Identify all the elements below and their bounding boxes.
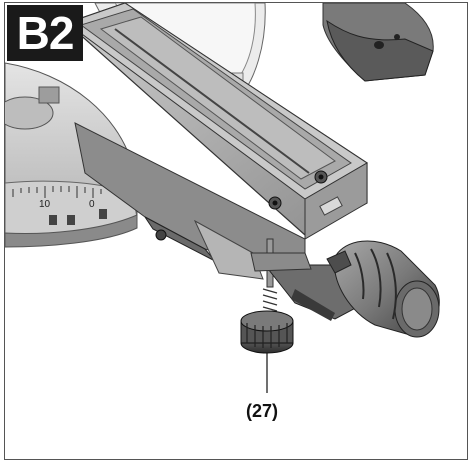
clamp-knob [326,240,440,338]
scale-number-0: 0 [89,199,95,210]
angle-scale-ticks [12,186,102,198]
rotary-table: 10 0 [5,62,138,248]
support-body [74,122,306,280]
miter-saw-illustration: 10 0 [5,3,440,393]
figure-frame: 10 0 [4,2,468,460]
figure-badge: B2 [7,5,83,61]
rear-bracket [322,3,434,82]
part-callout-label: (27) [246,401,279,421]
extension-rail [65,3,368,240]
height-adjustment-knob [240,310,294,393]
scale-number-10: 10 [39,199,51,210]
